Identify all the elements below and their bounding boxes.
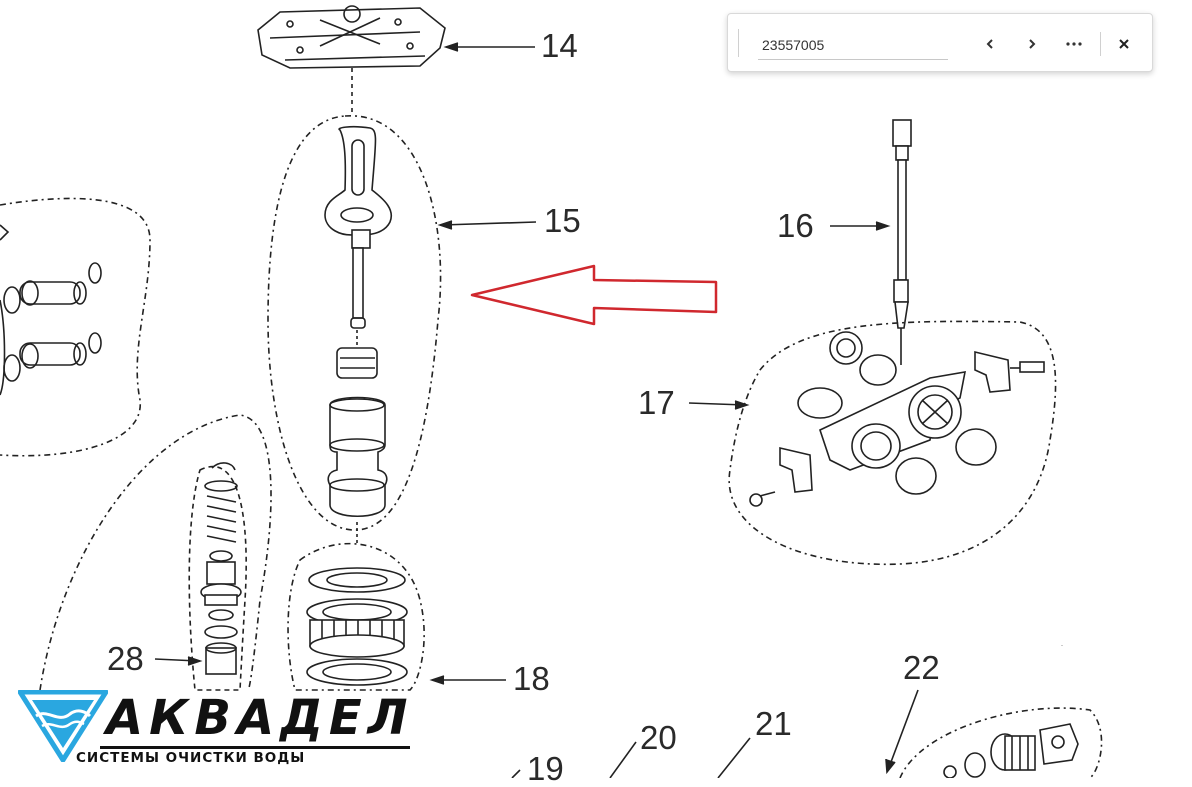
find-bar <box>727 13 1153 72</box>
callout-22: 22 <box>903 649 940 686</box>
find-bar-left-divider <box>738 29 739 57</box>
chevron-left-icon <box>986 39 993 49</box>
part-22-fitting-parts <box>943 723 1079 778</box>
callout-17: 17 <box>638 384 675 421</box>
part-16-meter-cable <box>892 119 912 365</box>
part-18-seal-stack <box>306 567 408 686</box>
close-icon <box>1119 39 1129 49</box>
find-next-button[interactable] <box>1018 30 1046 58</box>
find-previous-button[interactable] <box>976 30 1004 58</box>
callout-21: 21 <box>755 705 792 742</box>
logo-emblem-icon <box>18 690 108 762</box>
callout-16: 16 <box>777 207 814 244</box>
logo-wordmark: АКВАДЕЛ <box>106 690 414 746</box>
part-18-group-outline <box>287 542 425 691</box>
callout-20: 20 <box>640 719 677 756</box>
callout-18: 18 <box>513 660 550 697</box>
callout-14: 14 <box>541 27 578 64</box>
callout-19: 19 <box>527 750 564 787</box>
left-group-parts <box>0 224 102 396</box>
more-horizontal-icon <box>1066 42 1082 46</box>
find-input[interactable] <box>758 30 948 60</box>
part-15-piston-assembly <box>324 125 392 545</box>
highlight-arrow <box>470 264 718 326</box>
find-bar-right-divider <box>1100 32 1101 56</box>
part-28-inner-outline <box>188 465 247 691</box>
leader-arrows <box>154 42 919 778</box>
logo-underline <box>100 746 410 749</box>
part-28-group-outline <box>39 414 272 691</box>
left-group-outline <box>0 197 151 457</box>
find-close-button[interactable] <box>1110 30 1138 58</box>
part-17-turbine-assembly <box>749 331 1045 507</box>
part-28-valve-parts <box>200 462 242 675</box>
part-14-cover-plate <box>257 5 446 112</box>
callout-15: 15 <box>544 202 581 239</box>
part-15-group-outline <box>267 115 442 531</box>
find-more-options-button[interactable] <box>1060 30 1088 58</box>
chevron-right-icon <box>1029 39 1036 49</box>
callout-28: 28 <box>107 640 144 677</box>
part-22-group-outline <box>899 707 1103 778</box>
part-17-group-outline <box>728 320 1057 566</box>
brand-logo: АКВАДЕЛ СИСТЕМЫ ОЧИСТКИ ВОДЫ <box>18 688 418 778</box>
logo-tagline: СИСТЕМЫ ОЧИСТКИ ВОДЫ <box>76 750 306 766</box>
